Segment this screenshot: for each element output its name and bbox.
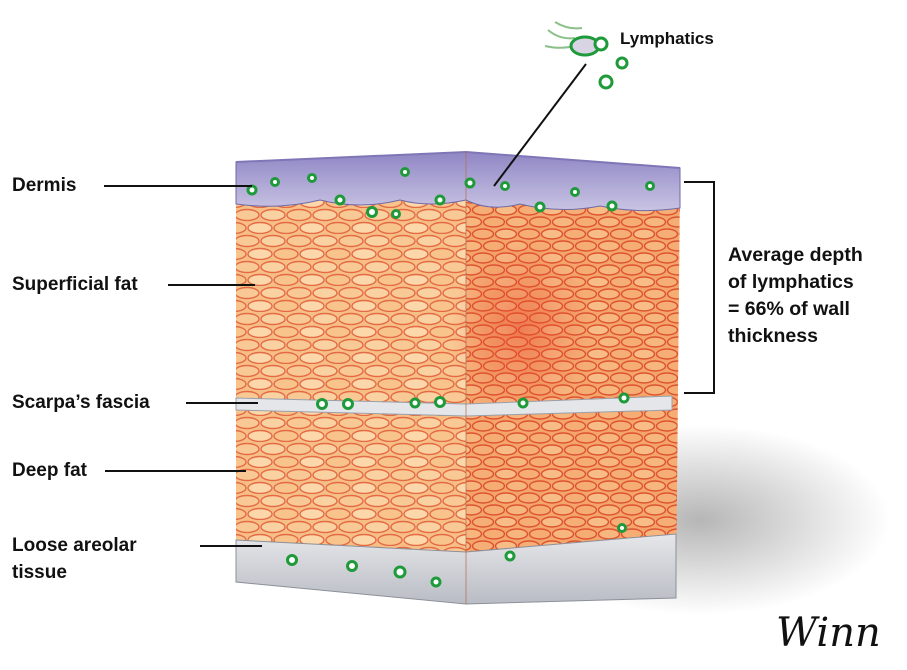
- label-tissue: tissue: [12, 561, 67, 585]
- front-face-fat: [236, 168, 466, 600]
- annotation-line-4: thickness: [728, 323, 863, 350]
- annotation-line-1: Average depth: [728, 242, 863, 269]
- label-deep-fat: Deep fat: [12, 459, 87, 483]
- label-loose-areolar: Loose areolar: [12, 534, 137, 558]
- depth-annotation: Average depth of lymphatics = 66% of wal…: [728, 242, 863, 350]
- annotation-line-2: of lymphatics: [728, 269, 863, 296]
- label-scarpas-fascia: Scarpa’s fascia: [12, 391, 150, 415]
- label-superficial-fat: Superficial fat: [12, 273, 138, 297]
- signature: Winn: [776, 610, 881, 656]
- label-lymphatics: Lymphatics: [620, 27, 714, 51]
- annotation-line-3: = 66% of wall: [728, 296, 863, 323]
- label-dermis: Dermis: [12, 174, 76, 198]
- lymphatics-inset: [545, 22, 627, 88]
